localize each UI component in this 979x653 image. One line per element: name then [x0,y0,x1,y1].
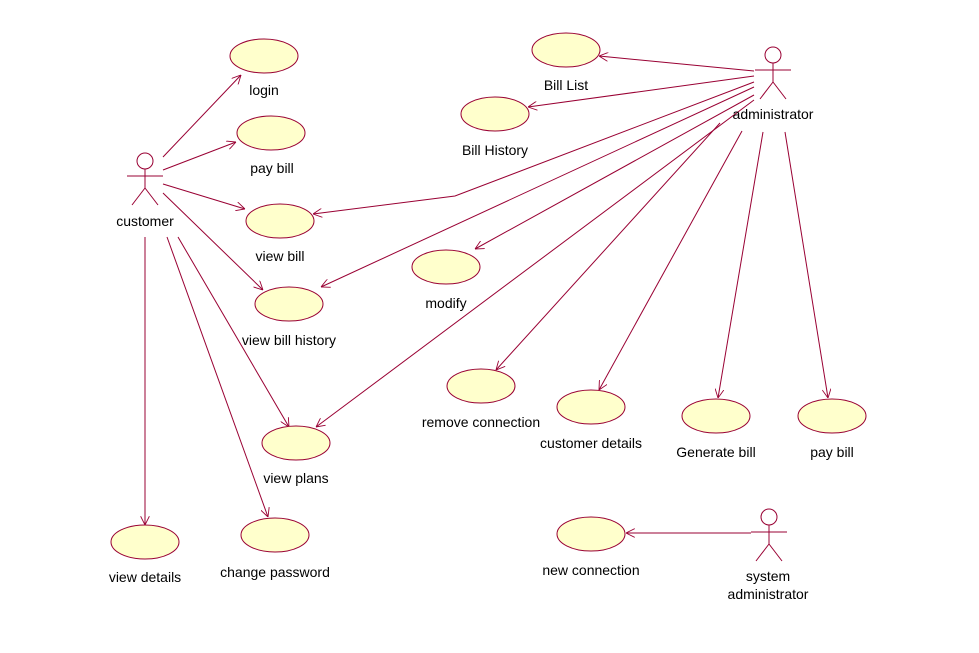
use-case-new-connection: new connection [542,516,640,578]
assoc-customer-login [162,75,241,158]
assoc-customer-view-bill-history [162,192,263,290]
administrator-associations [313,56,828,427]
use-case-view-bill-history: view bill history [242,286,336,348]
use-case-remove-connection: remove connection [422,368,540,430]
use-case-label: pay bill [250,160,294,176]
actor-figure-icon [127,152,163,206]
use-case-ellipse [261,425,331,461]
use-case-ellipse [446,368,516,404]
use-case-label: pay bill [810,444,854,460]
use-case-label: customer details [540,435,642,451]
assoc-admin-modify [475,94,755,249]
use-case-label: view bill [255,248,304,264]
use-case-label: view bill history [242,332,336,348]
assoc-admin-generate-bill [718,131,764,398]
assoc-admin-bill-history [528,75,755,107]
use-case-pay-bill-customer: pay bill [236,115,306,176]
assoc-admin-view-bill [313,81,755,214]
use-case-ellipse [460,96,530,132]
use-case-label: view details [109,569,181,585]
actor-administrator: administrator [733,46,814,122]
actor-figure-icon [751,508,787,562]
use-case-bill-list: Bill List [531,32,601,93]
actor-label: customer [116,213,174,229]
use-case-login: login [229,38,299,98]
assoc-admin-pay-bill [784,131,828,398]
actor-label: administrator [733,106,814,122]
use-case-label: change password [220,564,330,580]
use-case-label: Generate bill [676,444,755,460]
use-case-label: Bill List [544,77,588,93]
use-case-generate-bill: Generate bill [676,398,756,460]
actor-customer: customer [116,152,174,229]
use-case-ellipse [411,249,481,285]
assoc-admin-bill-list [599,56,755,72]
use-case-label: Bill History [462,142,528,158]
use-case-ellipse [797,398,867,434]
use-case-ellipse [229,38,299,74]
assoc-customer-view-plans [177,236,289,427]
use-case-change-password: change password [220,517,330,580]
use-case-ellipse [240,517,310,553]
actor-system-administrator: system administrator [728,508,809,602]
use-case-ellipse [236,115,306,151]
use-case-label: remove connection [422,414,540,430]
assoc-admin-view-plans [316,99,755,427]
use-case-ellipse [254,286,324,322]
use-case-label: view plans [263,470,328,486]
actor-figure-icon [755,46,791,100]
use-case-ellipse [681,398,751,434]
use-case-ellipse [531,32,601,68]
actor-label-line-1: system [746,568,790,584]
use-case-view-plans: view plans [261,425,331,486]
actor-label-line-2: administrator [728,586,809,602]
use-case-ellipse [245,203,315,239]
assoc-admin-remove-connection [496,122,721,370]
use-case-customer-details: customer details [540,389,642,451]
assoc-admin-view-bill-history [321,86,755,287]
use-case-label: modify [425,295,466,311]
customer-associations [145,75,289,525]
assoc-customer-pay-bill [162,142,236,171]
use-case-ellipse [556,389,626,425]
use-case-pay-bill-admin: pay bill [797,398,867,460]
use-case-ellipse [556,516,626,552]
use-case-label: login [249,82,279,98]
assoc-customer-view-bill [162,183,245,209]
use-case-view-bill: view bill [245,203,315,264]
use-case-modify: modify [411,249,481,311]
use-case-view-details: view details [109,524,181,585]
assoc-admin-customer-details [599,130,743,390]
use-case-label: new connection [542,562,639,578]
use-case-ellipse [110,524,180,560]
use-case-bill-history: Bill History [460,96,530,158]
assoc-customer-change-password [166,236,268,517]
